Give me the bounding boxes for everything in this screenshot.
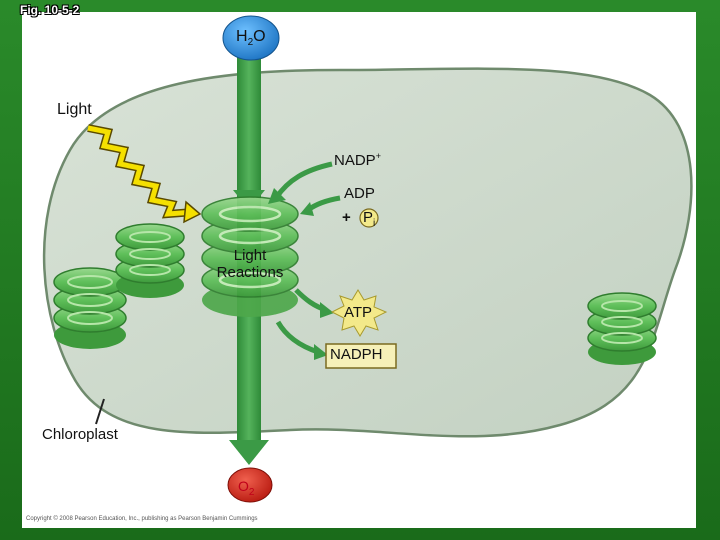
chloroplast-label: Chloroplast (42, 426, 118, 443)
nadph-label: NADPH (330, 346, 383, 363)
chloroplast-pointer-line (95, 398, 105, 425)
figure-label: Fig. 10-5-2 (20, 3, 80, 17)
phosphate-label: Pi (363, 209, 376, 229)
plus-sign: + (342, 209, 351, 226)
grana-stack-right (587, 292, 657, 365)
light-reactions-grana (201, 196, 299, 317)
grana-stack-left-bottom (53, 267, 127, 349)
water-label: H2O (236, 28, 266, 49)
grana-stack-left-top (115, 223, 185, 298)
phosphate-circle-icon (359, 208, 379, 228)
nadp-input-arrow (273, 161, 333, 200)
water-molecule-icon (222, 15, 280, 61)
nadp-label: NADP+ (334, 151, 381, 169)
oxygen-molecule-icon (227, 467, 273, 503)
copyright-notice: Copyright © 2008 Pearson Education, Inc.… (26, 516, 258, 522)
nadph-box (325, 343, 397, 369)
atp-burst-icon (330, 289, 388, 337)
adp-label: ADP (344, 185, 375, 202)
oxygen-label: O2 (238, 478, 255, 498)
light-label: Light (57, 101, 92, 118)
atp-label: ATP (344, 304, 373, 321)
nadph-output-arrow (275, 320, 319, 355)
